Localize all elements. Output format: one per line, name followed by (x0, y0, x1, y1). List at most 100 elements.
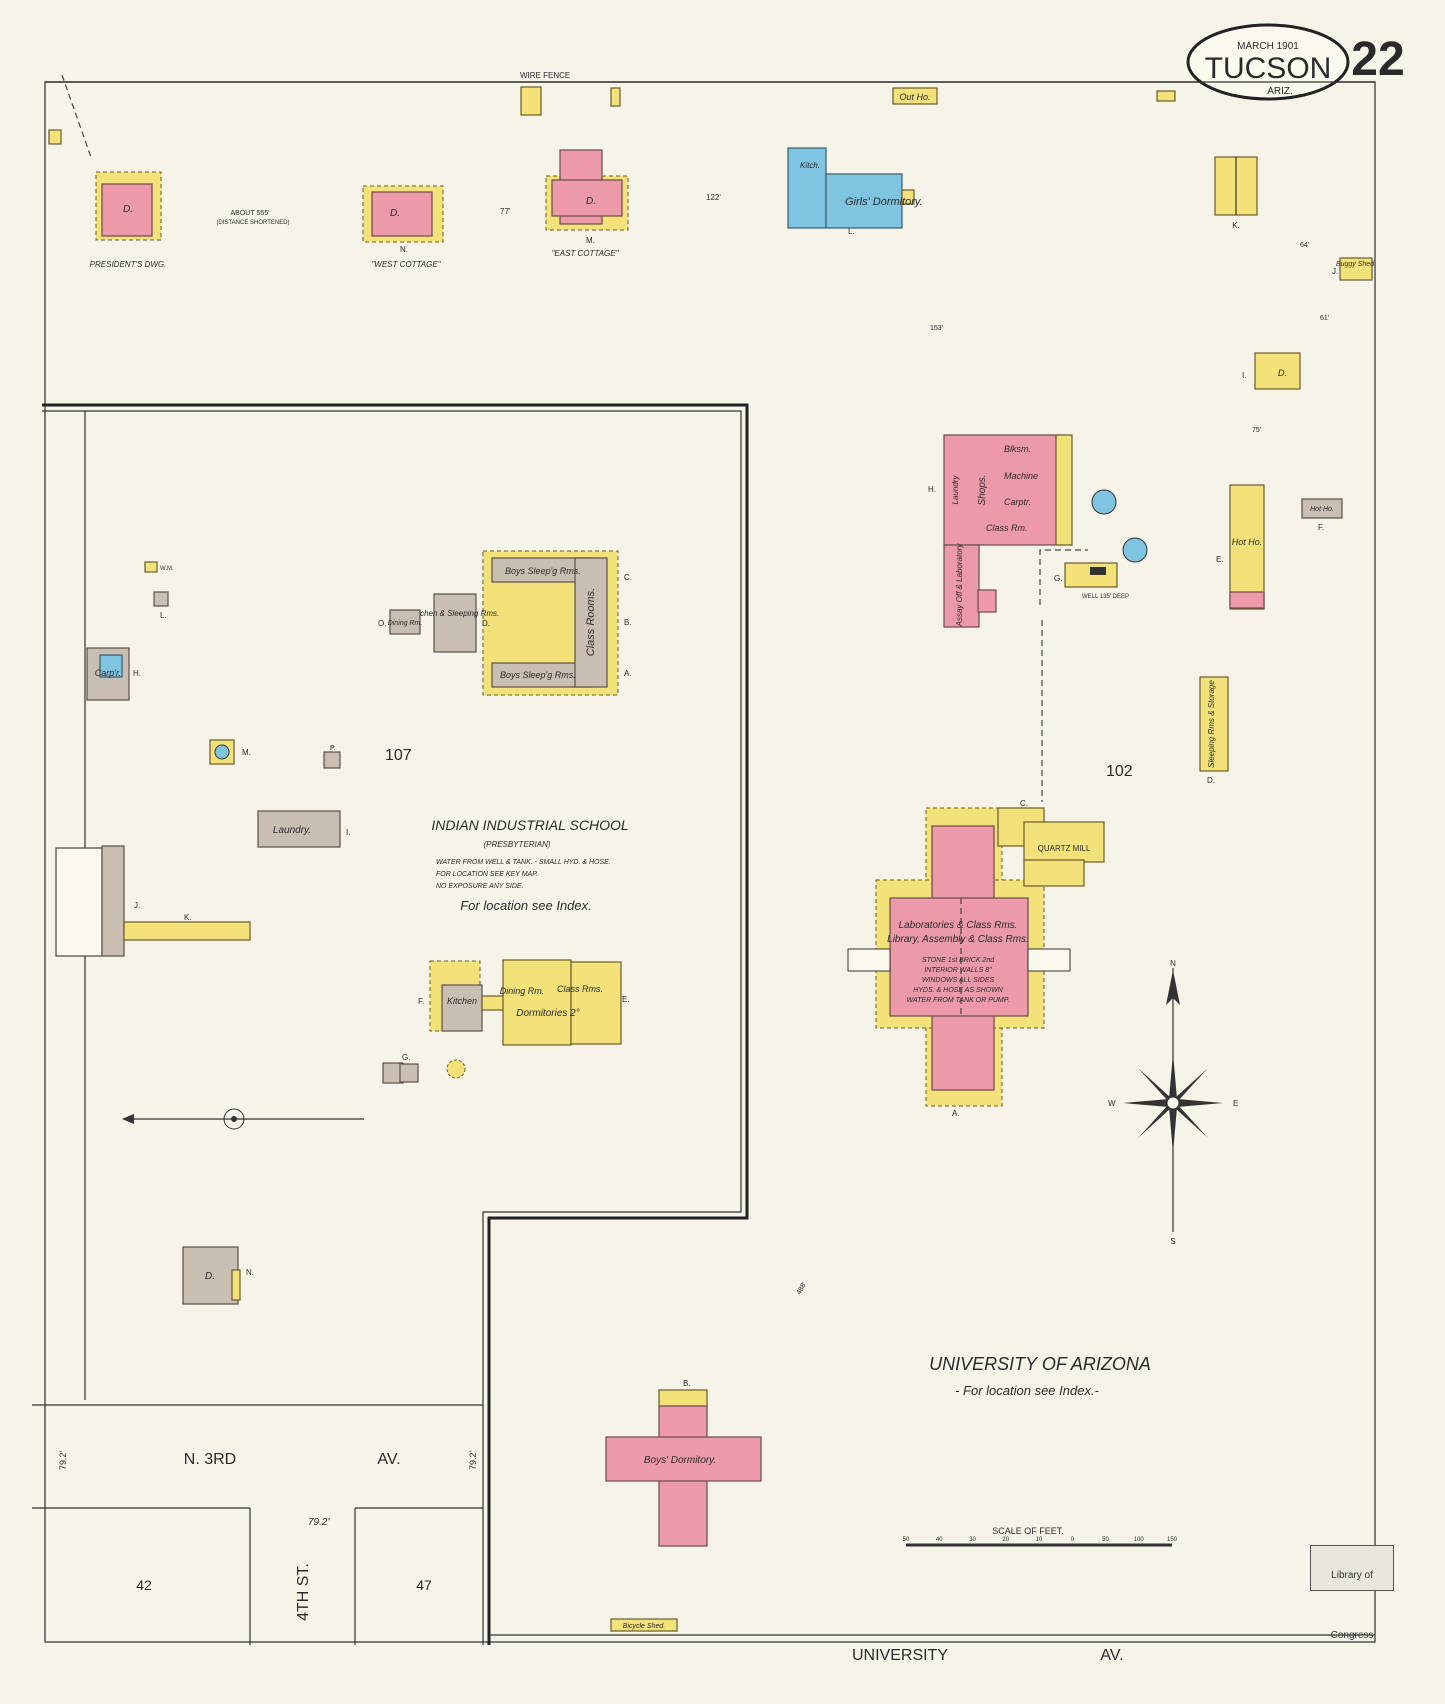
university-av-label: UNIVERSITY (852, 1647, 948, 1664)
g-letter: G. (402, 1053, 410, 1062)
dormitories-label: Dormitories 2° (516, 1008, 579, 1019)
girls-dormitory-letter: L. (848, 227, 855, 236)
scale-tick-label: 100 (1134, 1537, 1145, 1543)
kitchen-f-letter: F. (418, 997, 424, 1006)
class-rm-label: Class Rm. (986, 523, 1028, 533)
dist-153: 153' (930, 325, 943, 332)
boys-sleeping-bottom-label: Boys Sleep'g Rms. (500, 670, 576, 680)
small-dwelling-letter: D. (1278, 368, 1287, 378)
water-tank (214, 744, 230, 760)
buggy-shed (1339, 257, 1373, 281)
well-g-letter: G. (1054, 574, 1062, 583)
small-dwelling (1254, 352, 1301, 390)
map-border (44, 81, 1376, 1643)
assay-label: Assay Off & Laboratory (955, 543, 964, 628)
p-structure (323, 751, 341, 769)
presidents-letter: D. (123, 204, 133, 215)
l-letter: L. (160, 611, 167, 620)
kitchen-connector (481, 995, 505, 1011)
indian-school-subtitle: (PRESBYTERIAN) (483, 840, 550, 849)
indian-block-number: 107 (385, 747, 412, 764)
out-house (892, 87, 938, 105)
west-steps (847, 948, 891, 972)
library-of-congress-stamp: Library of Congress (1310, 1545, 1394, 1641)
compass-n: N (1170, 959, 1176, 968)
east-cottage-wing (551, 179, 623, 217)
blksm-label: Blksm. (1004, 444, 1031, 454)
university-title: UNIVERSITY OF ARIZONA (929, 1354, 1151, 1374)
laundry-building (257, 810, 341, 848)
presidents-dwelling (101, 183, 153, 237)
shops-porch (1055, 434, 1073, 546)
scale-label: SCALE OF FEET. (992, 1526, 1064, 1536)
class-rooms-building (574, 557, 608, 688)
quartz-mill (1023, 821, 1105, 863)
j-building (101, 845, 125, 957)
quartz-mill-label: QUARTZ MILL (1038, 844, 1091, 853)
east-cottage-letter-d: D. (586, 196, 596, 207)
tank-1 (1091, 489, 1117, 515)
map-state: ARIZ. (1267, 86, 1293, 97)
scale-tick-label: 40 (936, 1537, 943, 1543)
tank-letter: M. (242, 748, 251, 757)
sleeping-d-letter: D. (1207, 776, 1215, 785)
well-note: WELL 135' DEEP (1082, 594, 1129, 600)
west-cottage-label: "WEST COTTAGE" (371, 260, 441, 269)
indian-note-1: WATER FROM WELL & TANK. - SMALL HYD. & H… (436, 859, 611, 866)
dist-75: 75' (1252, 427, 1261, 434)
class-b-letter: B. (624, 618, 632, 627)
water-note: WATER FROM TANK OR PUMP. (907, 997, 1010, 1004)
compass-e: E (1233, 1099, 1238, 1108)
hyd-note: HYDS. & HOSE AS SHOWN (913, 987, 1004, 994)
shops-label: Shops. (977, 474, 988, 505)
dist-122: 122' (706, 193, 721, 202)
indian-note-2: FOR LOCATION SEE KEY MAP. (436, 871, 538, 878)
hot-house-small-label: Hot Ho. (1310, 506, 1334, 513)
small-shed-4 (1156, 90, 1176, 102)
hot-house (1229, 484, 1265, 610)
scale-tick-label: 50 (903, 1537, 910, 1543)
shops-h-letter: H. (928, 485, 936, 494)
house-n (182, 1246, 239, 1305)
scale-tick-label: 150 (1167, 1537, 1178, 1543)
dormitory-e-letter: E. (622, 995, 630, 1004)
round-structure (446, 1059, 466, 1079)
diagonal-path (61, 74, 93, 161)
north-arrow-head (122, 1114, 134, 1124)
dist-64: 64' (1300, 242, 1309, 249)
map-city: TUCSON (1205, 52, 1332, 85)
dining-o-letter: O. (378, 619, 386, 628)
k-building (123, 921, 251, 941)
boys-sleeping-top-label: Boys Sleep'g Rms. (505, 566, 581, 576)
mill-c-letter: C. (1020, 799, 1028, 808)
elev-left: 79.2' (58, 1450, 68, 1470)
laundry-letter: I. (346, 828, 350, 837)
carpenter-letter: H. (133, 669, 141, 678)
class-c-letter: C. (624, 573, 632, 582)
east-cottage-letter: M. (586, 236, 595, 245)
hot-house-f-letter: F. (1318, 523, 1324, 532)
boys-dormitory-porch (658, 1389, 708, 1409)
compass-w: W (1108, 1099, 1116, 1108)
kitchen-sleeping-label: Kitchen & Sleeping Rms. (411, 609, 500, 618)
interior-note: INTERIOR WALLS 8" (924, 967, 992, 974)
scale-tick-label: 30 (969, 1537, 976, 1543)
kitchen-sleeping-building (433, 593, 477, 653)
carpenter-shop-stone (99, 654, 123, 678)
kitchen-label: Kitchen (447, 996, 477, 1006)
scale-tick-label: 50 (1102, 1537, 1109, 1543)
assay-building (943, 544, 980, 628)
sleeping-storage-building (1199, 676, 1229, 772)
class-rooms-dormitory-building (570, 961, 622, 1045)
dist-61: 61' (1320, 315, 1329, 322)
wm-label: W.M. (160, 566, 174, 572)
west-cottage-letter: N. (400, 245, 408, 254)
dining-small-building (389, 609, 421, 635)
buggy-shed-label: Buggy Shed. (1336, 261, 1376, 268)
dining-label: Dining Rm. (500, 986, 545, 996)
title-cartouche (1186, 23, 1350, 101)
carptr-label: Carptr. (1004, 497, 1031, 507)
n-3rd-av-label: AV. (377, 1451, 400, 1468)
girls-dormitory-label: Girls' Dormitory. (845, 196, 923, 208)
boys-dormitory-h (605, 1436, 762, 1482)
